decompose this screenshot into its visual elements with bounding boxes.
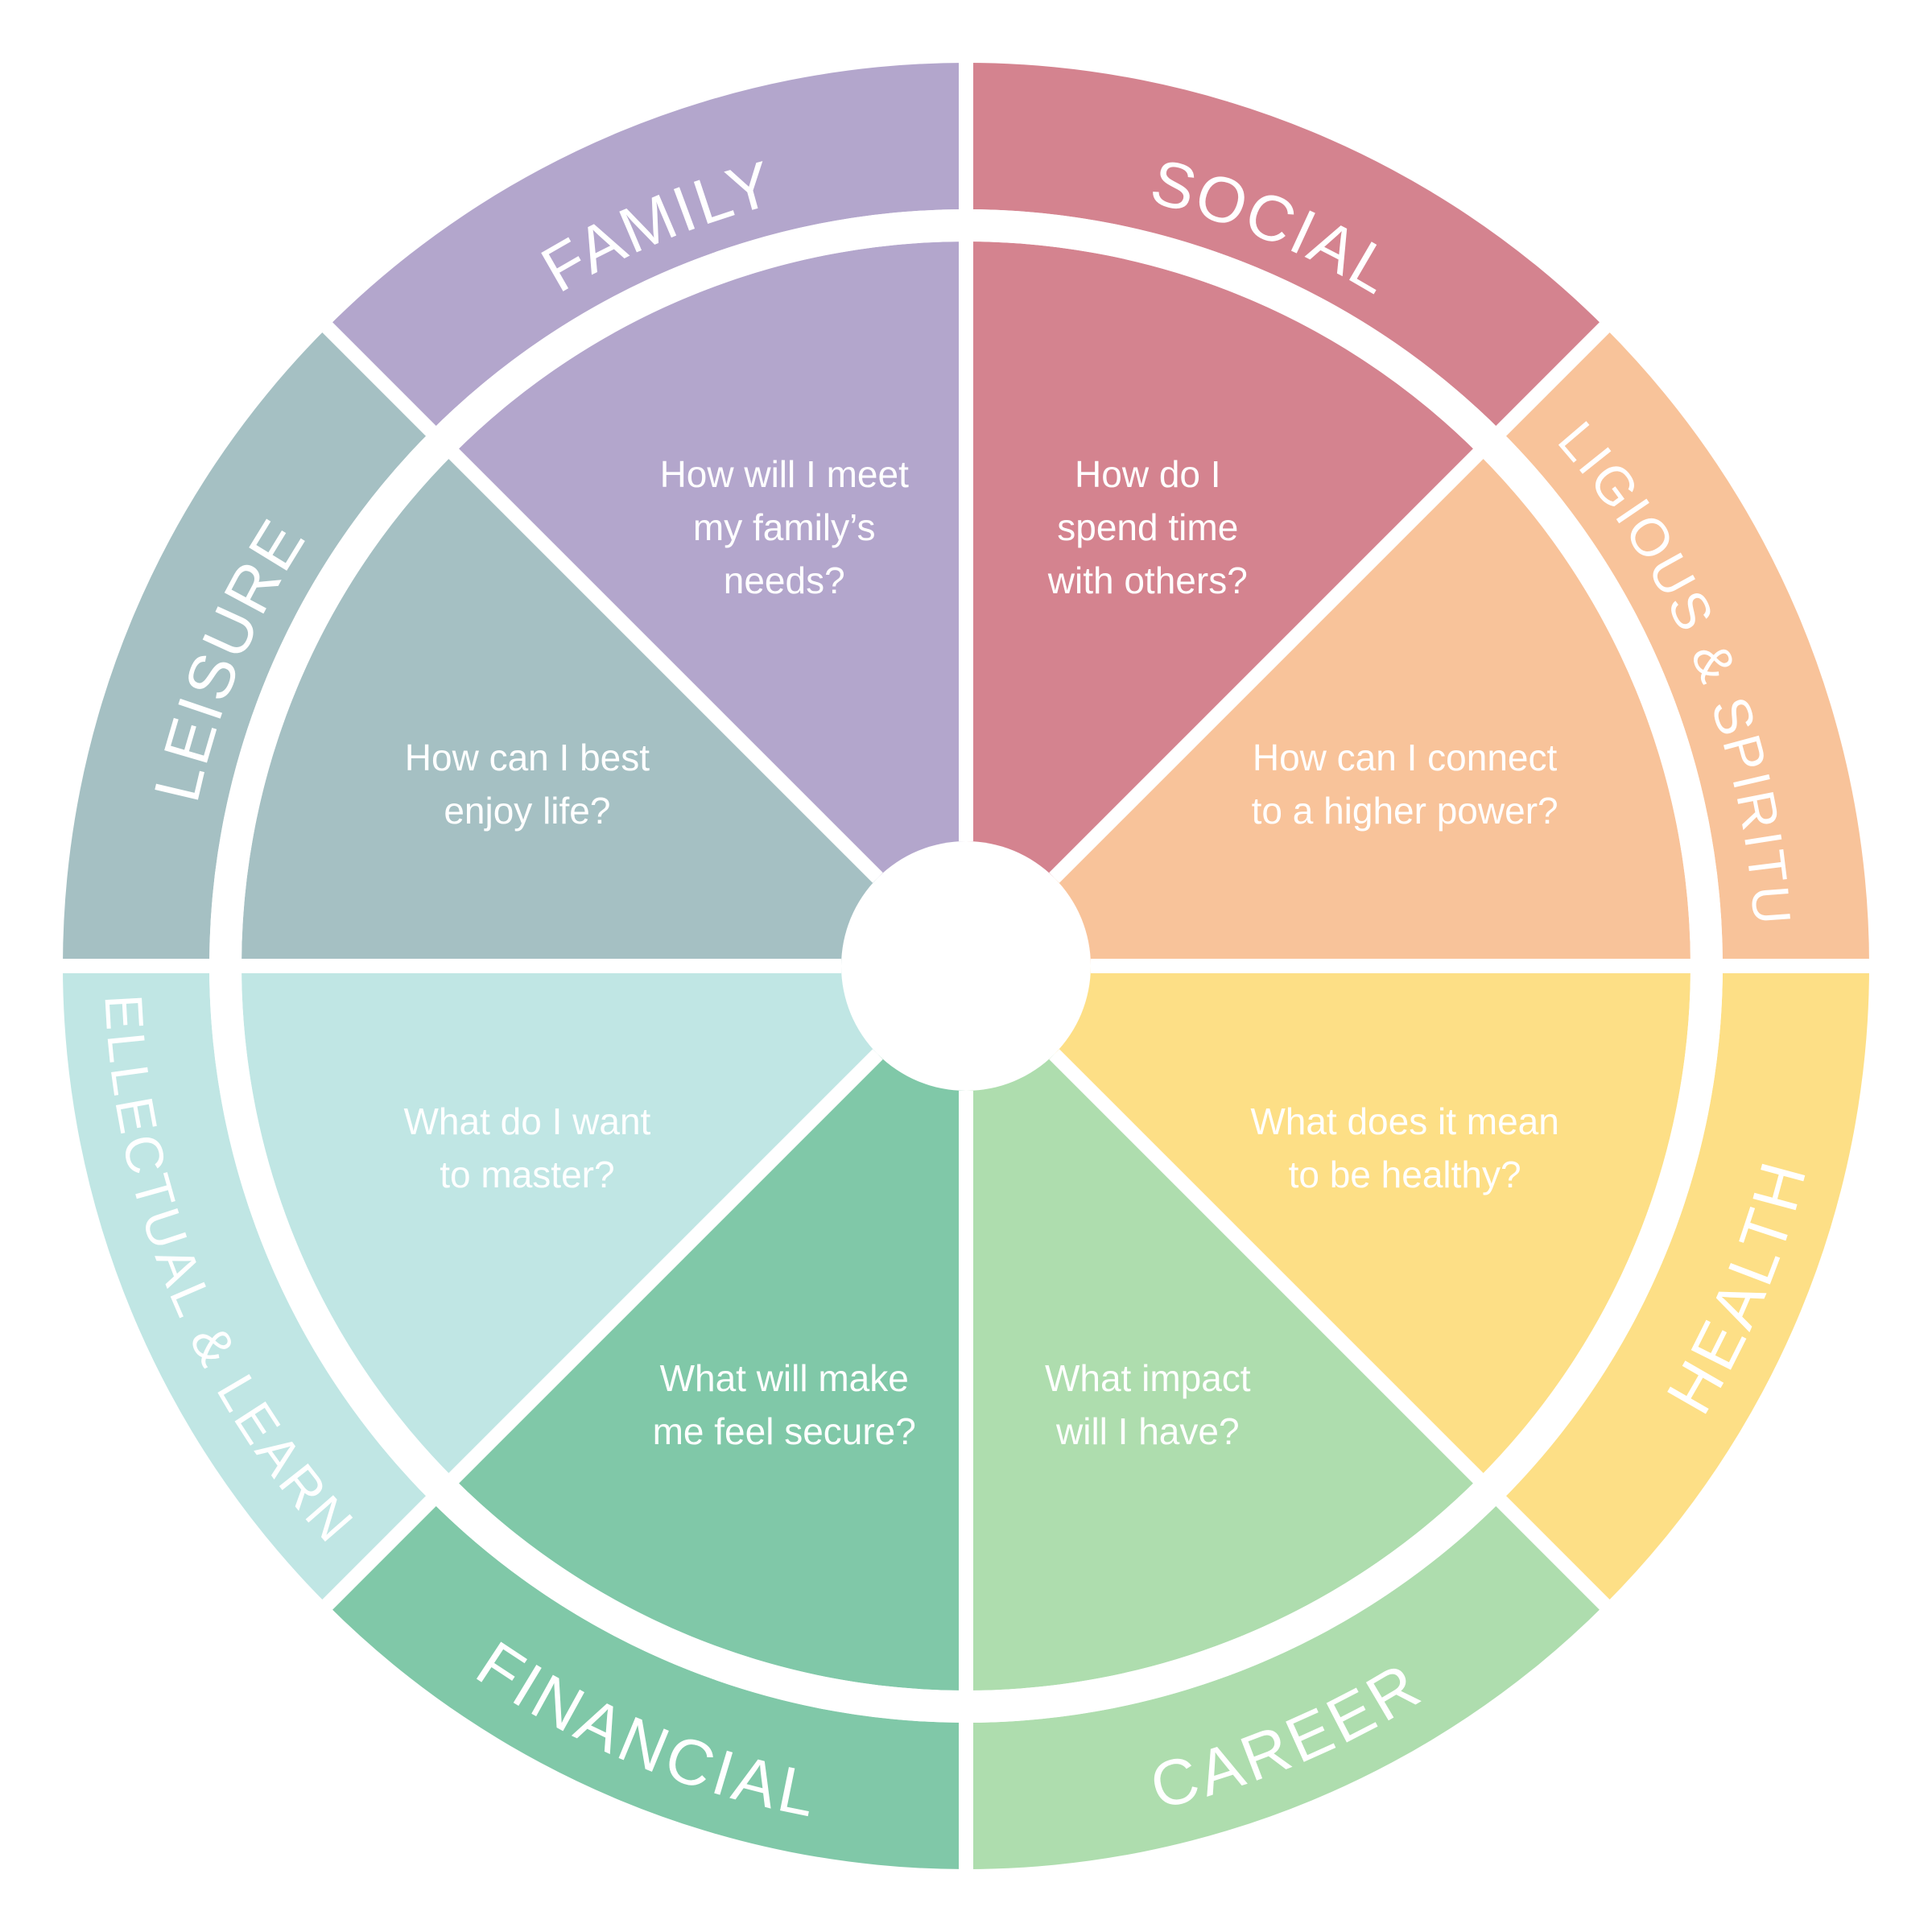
- ring-segment-family: [327, 62, 966, 431]
- question-line: to a higher power?: [1252, 790, 1558, 832]
- dividers: [60, 60, 1872, 1872]
- outer-ring: [62, 62, 1869, 1869]
- question-line: enjoy life?: [444, 790, 610, 832]
- question-line: What impact: [1045, 1357, 1251, 1399]
- ring-segment-intellectual-and-learning: [62, 966, 431, 1605]
- question-health: What does it mean to be healthy?: [1250, 1100, 1559, 1195]
- wedge-social: [966, 242, 1479, 966]
- question-line: How will I meet: [660, 453, 910, 495]
- wedge-religious-and-spiritual: [966, 453, 1690, 966]
- ring-segment-career: [966, 1501, 1605, 1869]
- ring-segment-financial: [327, 1501, 966, 1869]
- question-line: What will make: [660, 1357, 909, 1399]
- question-leisure: How can I best enjoy life?: [405, 737, 650, 832]
- question-line: with others?: [1047, 559, 1248, 601]
- question-line: to master?: [440, 1154, 614, 1195]
- ring-segment-health: [1501, 966, 1869, 1605]
- wedge-intellectual-and-learning: [242, 966, 966, 1479]
- divider-line: [320, 320, 883, 883]
- question-career: What impact will I have?: [1045, 1357, 1251, 1452]
- questions: How do I spend time with others? How can I …: [403, 453, 1558, 1452]
- ring-segment-religious-and-spiritual: [1501, 327, 1869, 966]
- question-line: will I have?: [1055, 1410, 1240, 1452]
- question-financial: What will make me feel secure?: [653, 1357, 916, 1452]
- divider-line: [1049, 320, 1612, 883]
- question-religious-and-spiritual: How can I connect to a higher power?: [1252, 737, 1558, 832]
- question-line: What does it mean: [1250, 1100, 1559, 1142]
- question-intellectual-and-learning: What do I want to master?: [403, 1100, 650, 1195]
- divider-line: [320, 1049, 883, 1612]
- ring-segment-social: [966, 63, 1605, 431]
- wedge-health: [966, 966, 1690, 1479]
- question-family: How will I meet my family’s needs?: [660, 453, 910, 601]
- ring-segment-leisure: [63, 327, 431, 966]
- wedge-career: [966, 966, 1479, 1690]
- question-line: needs?: [724, 559, 845, 601]
- wedge-leisure: [242, 453, 966, 966]
- question-line: How can I best: [405, 737, 650, 778]
- question-social: How do I spend time with others?: [1047, 453, 1248, 601]
- wedge-financial: [453, 966, 966, 1690]
- question-line: How can I connect: [1253, 737, 1558, 778]
- question-line: spend time: [1057, 506, 1238, 548]
- question-line: What do I want: [403, 1100, 650, 1142]
- question-line: to be healthy?: [1289, 1154, 1521, 1195]
- inner-wedges: [242, 242, 1690, 1690]
- ring-gap: [209, 209, 1723, 1723]
- question-line: me feel secure?: [653, 1410, 916, 1452]
- question-line: my family’s: [693, 506, 876, 548]
- center-hub: [841, 841, 1091, 1091]
- question-line: How do I: [1075, 453, 1221, 495]
- wedge-family: [453, 242, 966, 966]
- divider-line: [1049, 1049, 1612, 1612]
